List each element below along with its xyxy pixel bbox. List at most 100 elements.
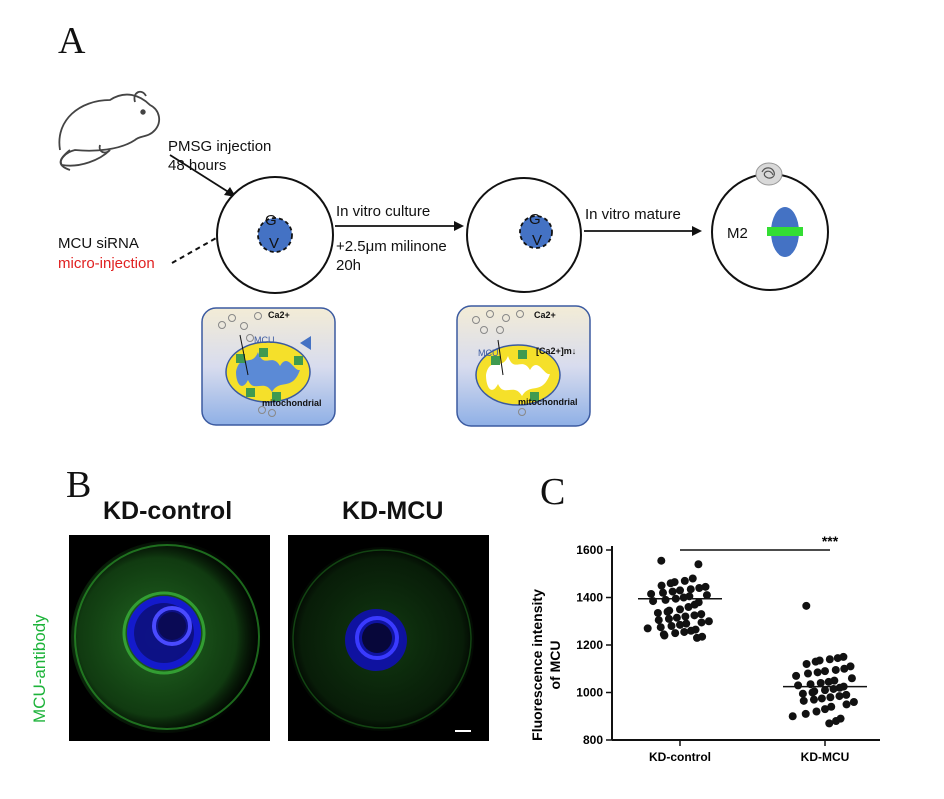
data-point [694,560,703,569]
mature-label: In vitro mature [585,206,681,223]
data-point [688,574,697,583]
kd-mcu-image [288,535,489,741]
data-point [835,683,844,692]
data-point [799,696,808,705]
data-point [802,601,811,610]
data-point [697,618,706,627]
panel-letter-c: C [540,471,566,513]
significance-label: *** [822,533,839,549]
data-point [788,712,797,721]
data-point [824,677,833,686]
svg-text:[Ca2+]m↓: [Ca2+]m↓ [536,346,576,356]
data-point [701,582,710,591]
pmsg-label: PMSG injection [168,138,272,155]
data-point [690,600,699,609]
data-point [817,694,826,703]
data-point [684,603,693,611]
data-point [821,705,829,714]
data-point [680,627,689,636]
svg-text:mitochondrial: mitochondrial [262,398,322,408]
data-point [849,698,858,706]
data-point [679,593,688,602]
gv-label-g-2: G [529,211,541,228]
data-point [813,668,822,677]
svg-text:MCU: MCU [478,348,499,358]
data-point [659,588,667,597]
polar-body-icon [755,162,783,186]
x-tick-label: KD-MCU [801,750,850,764]
pmsg-arrow [169,154,231,194]
data-point [676,605,684,614]
data-point [808,688,817,697]
data-point [809,695,818,704]
data-point [832,717,841,725]
data-point [676,620,684,629]
panel-letter-a: A [58,20,86,62]
data-point [657,556,666,565]
culture-label: In vitro culture [336,203,431,220]
data-point [840,664,849,673]
kd-control-image [69,535,270,741]
milinone-label: +2.5μm milinone [336,238,447,255]
svg-text:Ca2+: Ca2+ [534,310,556,320]
pmsg-hours-label: 48 hours [168,157,227,174]
data-point [671,629,680,638]
data-point [821,686,829,695]
schematic-diagram: Ca2+ MCU mitochondrial Ca2+ MCU [Ca2+]m↓… [58,90,829,427]
y-axis-title-line2: of MCU [547,641,563,690]
culture-time-label: 20h [336,257,362,274]
data-point [687,626,696,635]
data-point [672,613,681,622]
chart-points [638,556,867,728]
data-point [842,700,851,709]
data-point [792,671,801,680]
y-tick-label: 1400 [576,591,603,605]
mito-inset-1: Ca2+ MCU mitochondrial [201,307,336,426]
scale-bar [455,730,471,732]
svg-text:Ca2+: Ca2+ [268,310,290,320]
data-point [661,595,670,604]
data-point [654,616,663,625]
data-point [664,614,673,623]
data-point [695,584,704,592]
data-point [653,608,662,617]
germinal-vesicle-2 [519,215,553,249]
data-point [826,693,835,702]
data-point [676,586,684,595]
data-point [682,619,691,628]
gv-label-g: G [265,212,277,229]
y-axis-title-line1: Fluorescence intensity [529,589,545,741]
data-point [667,622,676,630]
data-point [657,581,666,590]
mcu-antibody-label: MCU-antibody [30,614,49,723]
micro-injection-label: micro-injection [58,255,155,272]
data-point [825,655,834,664]
kd-mcu-title: KD-MCU [342,497,444,525]
gv-label-v-2: V [532,232,543,249]
data-point [842,690,851,699]
y-tick-label: 800 [583,733,603,747]
svg-text:mitochondrial: mitochondrial [518,397,578,407]
panel-letter-b: B [66,464,92,506]
data-point [825,719,834,728]
data-point [666,579,675,588]
y-tick-label: 1000 [576,686,603,700]
data-point [697,610,706,619]
mito-inset-2: Ca2+ MCU [Ca2+]m↓ mitochondrial [456,305,591,427]
svg-text:MCU: MCU [254,335,275,345]
data-point [804,669,812,678]
data-point [827,702,836,711]
germinal-vesicle-1 [257,217,293,253]
data-point [835,692,844,701]
data-point [794,681,803,690]
data-point [686,585,695,594]
data-point [802,660,811,668]
chromosome-plate [767,227,803,236]
data-point [690,611,699,620]
data-point [812,707,821,716]
data-point [821,667,829,676]
data-point [801,709,810,718]
x-tick-label: KD-control [649,750,711,764]
